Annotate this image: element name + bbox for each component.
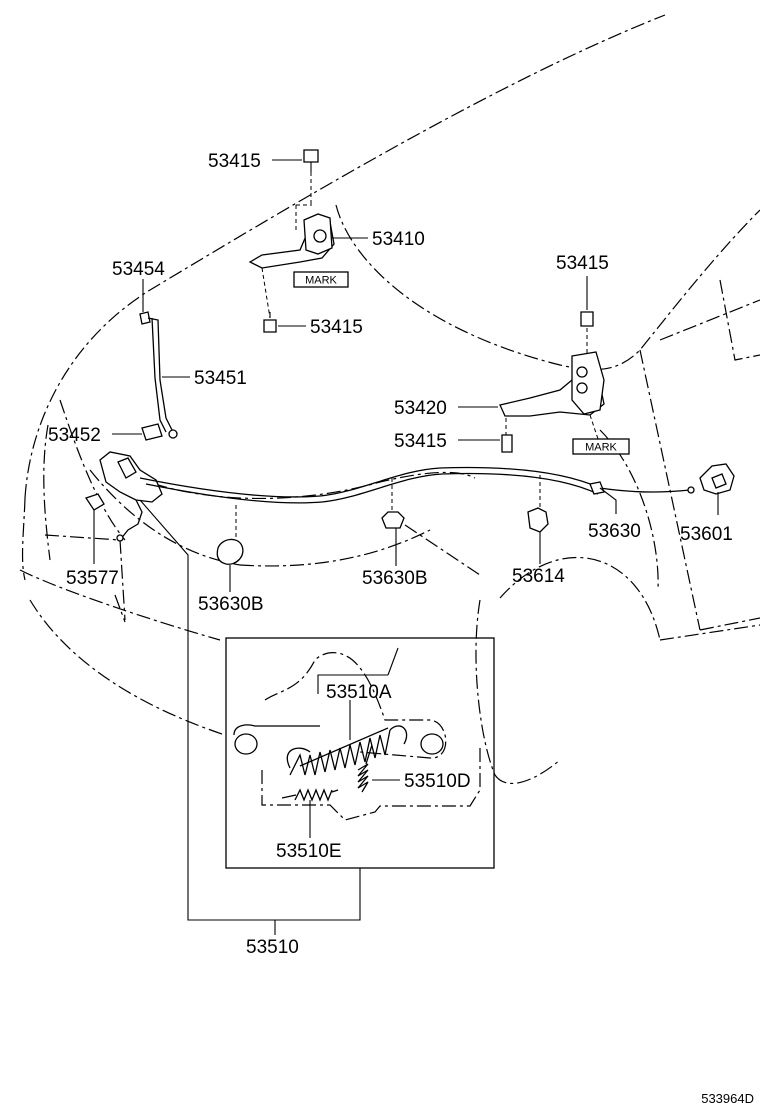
bolt-53415-right [580, 311, 594, 360]
rod-holder-53452 [141, 423, 163, 441]
hood-lock-bolt [84, 493, 105, 511]
label-53510A: 53510A [326, 682, 392, 703]
hood-support-rod [139, 311, 178, 441]
hood-hinge-right: MARK [499, 351, 630, 455]
mark-text-right: MARK [585, 442, 617, 454]
detail-inset-box [225, 637, 495, 869]
label-53601: 53601 [680, 524, 733, 545]
label-53510E: 53510E [276, 841, 342, 862]
label-53452: 53452 [48, 425, 101, 446]
latch-detail [233, 652, 481, 821]
label-53454: 53454 [112, 259, 165, 280]
bolt-53415-lower [501, 434, 513, 453]
release-cable [139, 466, 695, 545]
mark-box-right [572, 438, 630, 455]
bolt-53415-mid [263, 312, 277, 333]
label-53510: 53510 [246, 937, 299, 958]
label-53614: 53614 [512, 566, 565, 587]
clamp-53630B-left [216, 538, 244, 565]
label-53415-mid: 53415 [310, 317, 363, 338]
label-53410: 53410 [372, 229, 425, 250]
mark-box-left [293, 271, 349, 288]
leader-lines [93, 159, 719, 935]
label-53630B-left: 53630B [198, 594, 264, 615]
label-53451: 53451 [194, 368, 247, 389]
label-53415-lower: 53415 [394, 431, 447, 452]
clamp-53630B-center [381, 511, 405, 529]
release-lever [699, 463, 735, 495]
label-53415-right: 53415 [556, 253, 609, 274]
clamp-53614 [527, 507, 549, 533]
mark-text-left: MARK [305, 275, 337, 287]
label-53420: 53420 [394, 398, 447, 419]
label-53577: 53577 [66, 568, 119, 589]
label-53510D: 53510D [404, 771, 471, 792]
label-53630B-center: 53630B [362, 568, 428, 589]
label-53630: 53630 [588, 521, 641, 542]
bolt-53415-top [303, 149, 319, 205]
label-53415-top: 53415 [208, 151, 261, 172]
hood-lock-assembly [84, 451, 163, 542]
reference-code: 533964D [701, 1091, 754, 1106]
hood-hinge-left: MARK [248, 204, 349, 319]
